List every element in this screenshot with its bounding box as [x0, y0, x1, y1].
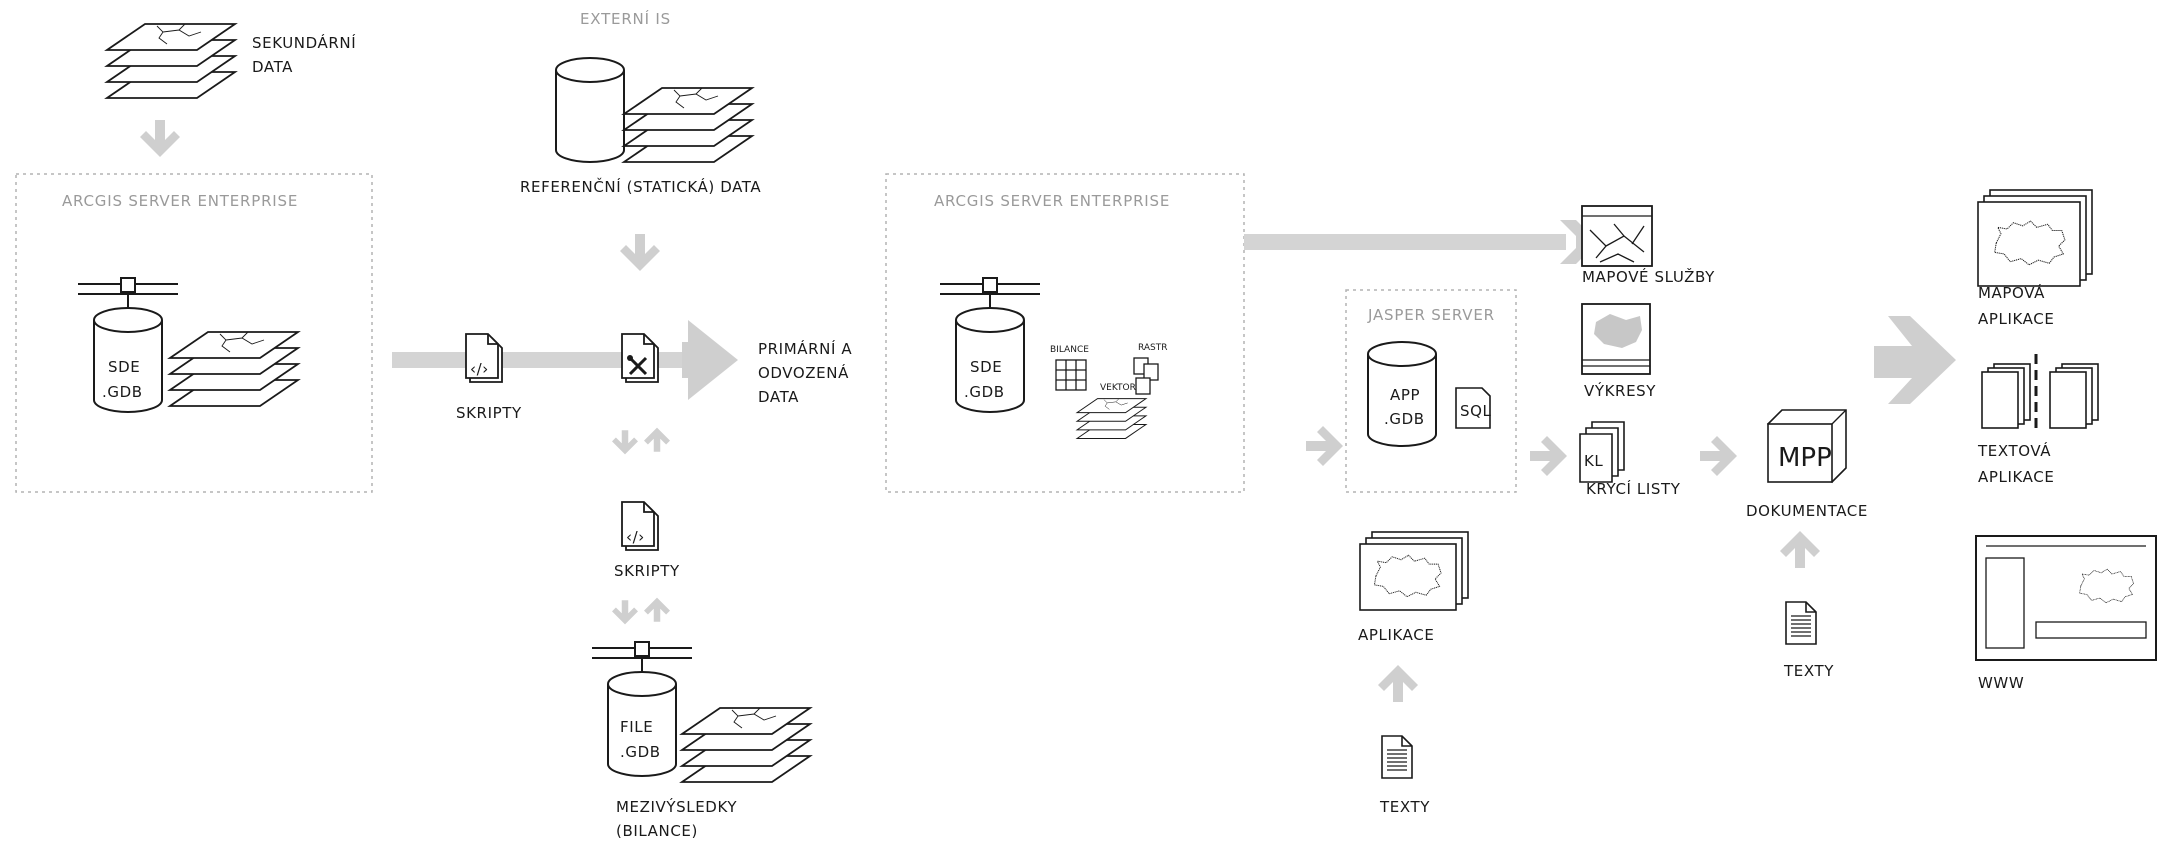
drawing-icon — [1581, 303, 1651, 375]
sde-gdb-label-b: .GDB — [102, 383, 143, 401]
www-label: WWW — [1978, 674, 2024, 692]
file-gdb-label-b: .GDB — [620, 743, 661, 761]
reference-database-icon — [555, 57, 753, 163]
arcgis-server-frame-2 — [885, 173, 1245, 493]
arrow-down-icon — [140, 120, 180, 157]
arcgis-server-label-1: ARCGIS SERVER ENTERPRISE — [62, 192, 298, 210]
scripts-label-1: SKRIPTY — [456, 404, 522, 422]
map-app-label-1: MAPOVÁ — [1978, 283, 2045, 302]
secondary-data-label-1: SEKUNDÁRNÍ — [252, 33, 356, 52]
raster-tiles-icon — [1133, 357, 1159, 395]
primary-data-label-2: ODVOZENÁ — [758, 363, 849, 382]
cube-icon — [1766, 409, 1847, 484]
secondary-data-layers-icon — [106, 23, 236, 99]
arrow-up-icon — [1378, 665, 1418, 702]
map-services-label: MAPOVÉ SLUŽBY — [1582, 267, 1715, 286]
svg-text:‹/›: ‹/› — [470, 360, 489, 378]
arcgis-server-frame-1 — [15, 173, 373, 493]
external-is-label: EXTERNÍ IS — [580, 9, 671, 28]
text-app-label-1: TEXTOVÁ — [1977, 441, 2051, 460]
svg-text:‹/›: ‹/› — [626, 528, 645, 546]
down-up-arrows-icon — [612, 427, 670, 455]
jasper-server-label: JASPER SERVER — [1367, 306, 1495, 324]
application-stack-icon — [1359, 531, 1469, 611]
cover-sheet-icon — [1579, 421, 1625, 483]
vector-label: VEKTOR — [1100, 383, 1136, 393]
flow-arrow-head-icon-2 — [1560, 220, 1598, 264]
app-gdb-label-b: .GDB — [1384, 410, 1425, 428]
sde-database-icon — [78, 277, 299, 413]
file-gdb-database-icon — [592, 641, 811, 783]
primary-data-label-1: PRIMÁRNÍ A — [758, 339, 852, 358]
big-arrow-right-icon — [1874, 316, 1956, 404]
arcgis-server-label-2: ARCGIS SERVER ENTERPRISE — [934, 192, 1170, 210]
cover-sheets-label: KRYCÍ LISTY — [1586, 479, 1681, 498]
arrow-right-icon-3 — [1700, 436, 1737, 476]
intermediate-results-label-2: (BILANCE) — [616, 822, 698, 840]
script-file-icon: ‹/› — [465, 333, 503, 383]
flow-bar-2 — [1244, 234, 1566, 250]
primary-data-label-3: DATA — [758, 388, 799, 406]
arrow-down-icon — [620, 234, 660, 271]
sql-file-icon — [1455, 387, 1491, 429]
sde-gdb-label-a: SDE — [108, 358, 140, 376]
texts-label-2: TEXTY — [1783, 662, 1834, 680]
sde-gdb-label-a-2: SDE — [970, 358, 1002, 376]
sde-database-icon-2 — [940, 277, 1040, 413]
vector-layers-icon — [1076, 398, 1147, 439]
text-document-icon — [1381, 735, 1413, 779]
bilance-label: BILANCE — [1050, 345, 1089, 355]
text-document-icon-2 — [1785, 601, 1817, 645]
reference-data-label: REFERENČNÍ (STATICKÁ) DATA — [520, 177, 761, 196]
text-app-label-2: APLIKACE — [1978, 468, 2054, 486]
cover-sheet-kl-label: KL — [1584, 452, 1603, 470]
text-app-icon — [1981, 354, 2099, 434]
flow-arrow-head-icon — [682, 320, 738, 400]
sql-label: SQL — [1460, 402, 1492, 420]
texts-label-1: TEXTY — [1379, 798, 1430, 816]
jasper-server-frame — [1345, 289, 1517, 493]
arrow-right-icon — [1306, 426, 1343, 466]
script-file-icon-2: ‹/› — [621, 501, 659, 551]
scripts-label-2: SKRIPTY — [614, 562, 680, 580]
arrow-right-icon-2 — [1530, 436, 1567, 476]
down-up-arrows-icon-2 — [612, 597, 670, 625]
sde-gdb-label-b-2: .GDB — [964, 383, 1005, 401]
intermediate-results-label-1: MEZIVÝSLEDKY — [616, 797, 737, 816]
app-gdb-label-a: APP — [1390, 386, 1420, 404]
application-label: APLIKACE — [1358, 626, 1434, 644]
drawings-label: VÝKRESY — [1584, 381, 1656, 400]
map-service-icon — [1581, 205, 1653, 267]
grid-table-icon — [1055, 359, 1087, 391]
arrow-up-icon-2 — [1780, 531, 1820, 568]
tools-file-icon — [621, 333, 659, 383]
documentation-label: DOKUMENTACE — [1746, 502, 1868, 520]
map-app-icon — [1977, 189, 2093, 287]
www-icon — [1975, 535, 2157, 661]
raster-label: RASTR — [1138, 343, 1168, 353]
file-gdb-label-a: FILE — [620, 718, 653, 736]
mpp-label: MPP — [1778, 443, 1832, 473]
secondary-data-label-2: DATA — [252, 58, 293, 76]
map-app-label-2: APLIKACE — [1978, 310, 2054, 328]
